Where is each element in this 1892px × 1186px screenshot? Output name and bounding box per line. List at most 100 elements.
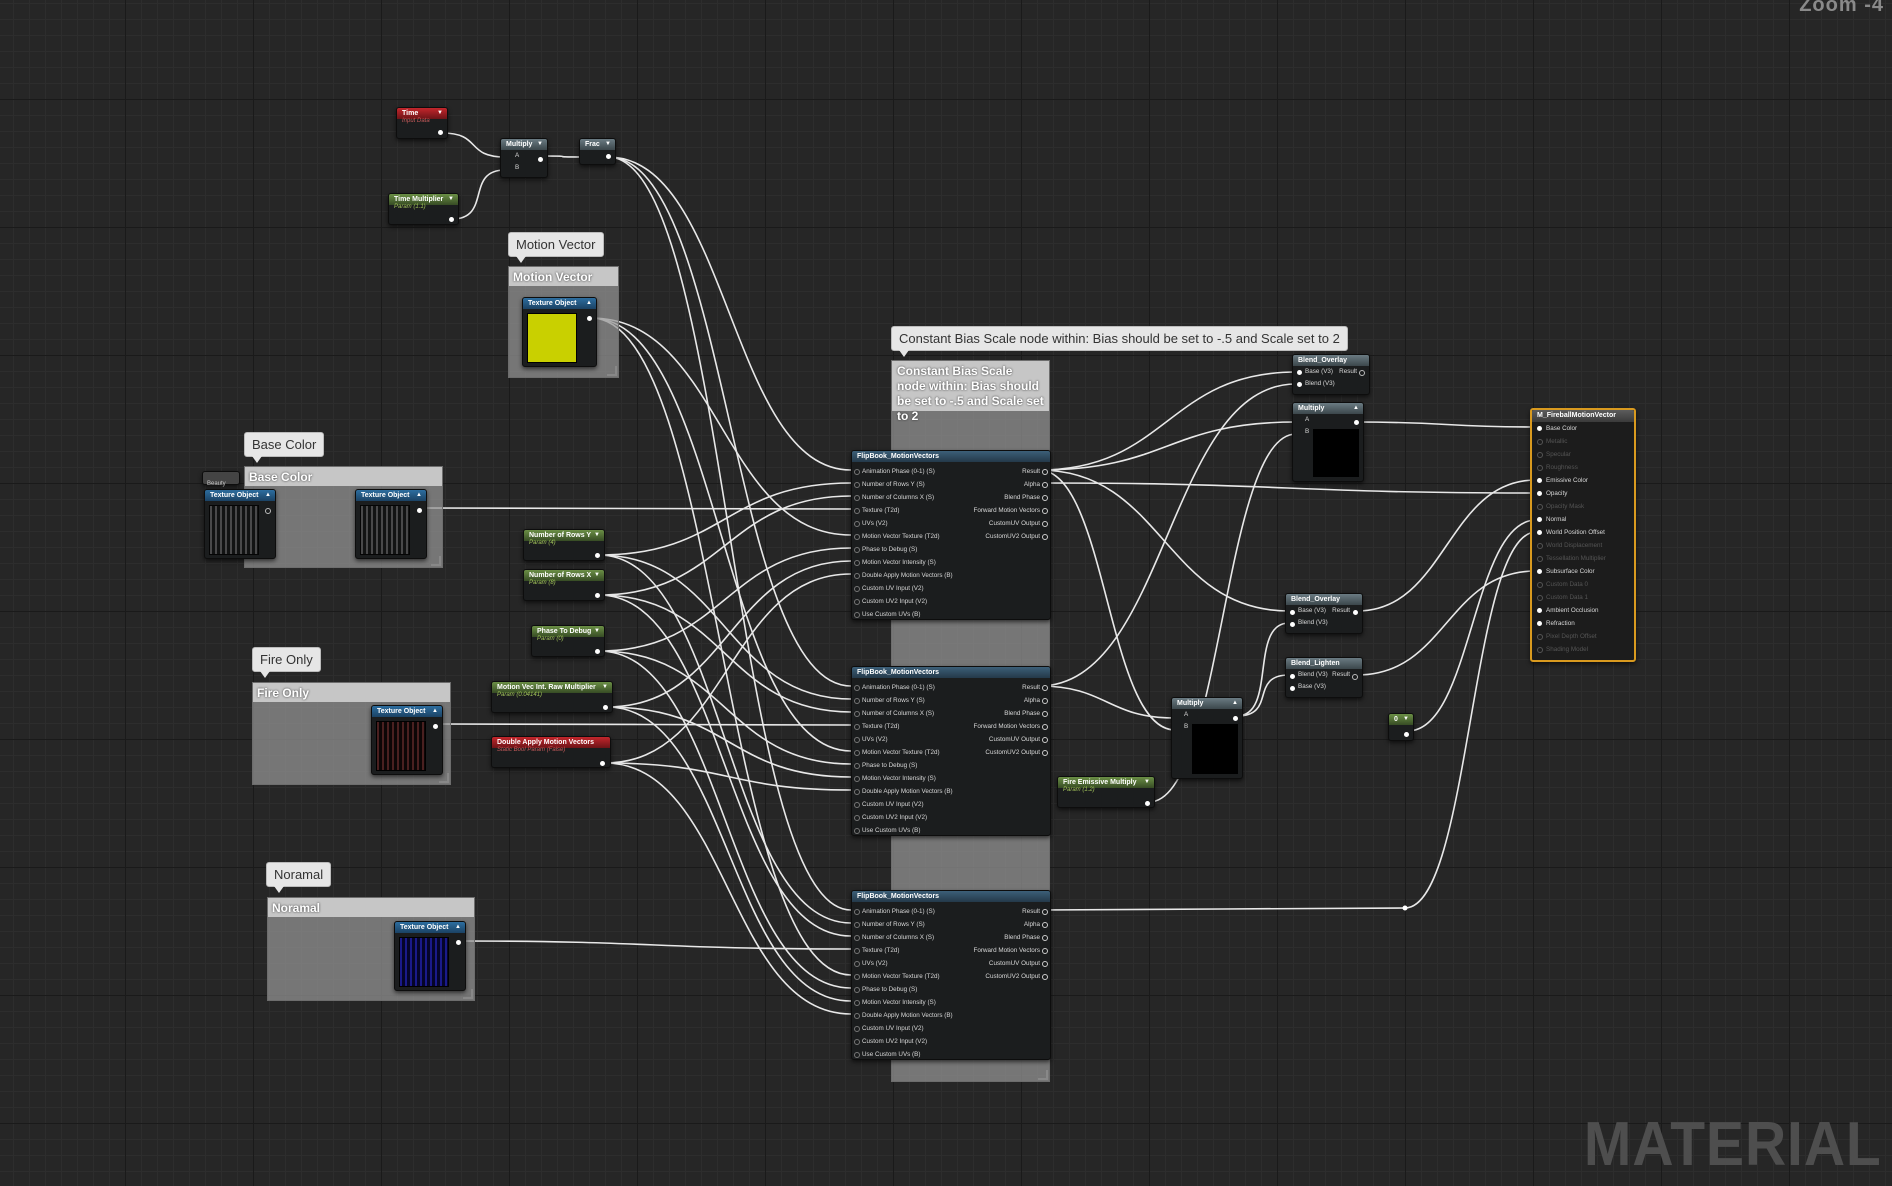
flipbook-output-pin[interactable]: Result [974,905,1048,918]
chevron-up-icon[interactable]: ▲ [455,924,461,930]
flipbook-input-pin[interactable]: Number of Rows Y (S) [854,478,953,491]
multiply-right-node[interactable]: Multiply ▲ A B [1292,402,1364,482]
output-pin[interactable] [438,130,443,135]
double-apply-param-node[interactable]: Double Apply Motion Vectors Static Bool … [491,736,611,768]
input-pin[interactable] [1290,622,1295,627]
flipbook-input-pin[interactable]: Number of Columns X (S) [854,707,953,720]
flipbook-input-pin[interactable]: Number of Rows Y (S) [854,694,953,707]
flipbook-input-pin[interactable]: Custom UV Input (V2) [854,798,953,811]
rows-x-param-node[interactable]: Number of Rows X Param (8) ▼ [523,569,605,601]
chevron-down-icon[interactable]: ▼ [1144,779,1150,785]
chevron-down-icon[interactable]: ▼ [602,684,608,690]
flipbook-input-pin[interactable]: Phase to Debug (S) [854,983,953,996]
flipbook-input-pin[interactable]: Custom UV2 Input (V2) [854,595,953,608]
output-pin[interactable] [456,940,461,945]
flipbook-input-pin[interactable]: Texture (T2d) [854,720,953,733]
time-multiplier-node[interactable]: Time Multiplier Param (1.1) ▼ [388,193,459,225]
flipbook-input-pin[interactable]: UVs (V2) [854,957,953,970]
output-pin[interactable] [595,649,600,654]
output-pin[interactable] [1354,420,1359,425]
flipbook-input-pin[interactable]: Motion Vector Intensity (S) [854,996,953,1009]
flipbook-input-pin[interactable]: Texture (T2d) [854,944,953,957]
flipbook-input-pin[interactable]: Animation Phase (0-1) (S) [854,905,953,918]
material-input-pin[interactable]: Emissive Color [1532,474,1634,487]
rows-y-param-node[interactable]: Number of Rows Y Param (4) ▼ [523,529,605,561]
chevron-down-icon[interactable]: ▼ [594,572,600,578]
flipbook-output-pin[interactable]: Alpha [974,478,1048,491]
phase-debug-param-node[interactable]: Phase To Debug Param (0) ▼ [531,625,605,657]
output-pin[interactable] [600,761,605,766]
flipbook-input-pin[interactable]: Motion Vector Intensity (S) [854,556,953,569]
flipbook-input-pin[interactable]: Custom UV2 Input (V2) [854,1035,953,1048]
flipbook-output-pin[interactable]: Blend Phase [974,707,1048,720]
chevron-down-icon[interactable]: ▼ [1403,716,1409,722]
flipbook-input-pin[interactable]: Use Custom UVs (B) [854,608,953,621]
flipbook-output-pin[interactable]: CustomUV2 Output [974,746,1048,759]
material-input-pin[interactable]: Pixel Depth Offset [1532,630,1634,643]
motion-vec-multiplier-node[interactable]: Motion Vec Int. Raw Multiplier Param (0.… [491,681,613,713]
blend-overlay-node-1[interactable]: Blend_Overlay Base (V3) Blend (V3) Resul… [1292,354,1370,395]
flipbook-output-pin[interactable]: Forward Motion Vectors [974,504,1048,517]
material-input-pin[interactable]: Base Color [1532,422,1634,435]
output-pin[interactable] [417,508,422,513]
output-pin[interactable] [587,316,592,321]
flipbook-output-pin[interactable]: Result [974,465,1048,478]
output-pin[interactable] [606,154,611,159]
comment-resize-handle[interactable] [431,556,441,566]
material-input-pin[interactable]: Shading Model [1532,643,1634,656]
material-input-pin[interactable]: Tessellation Multiplier [1532,552,1634,565]
material-input-pin[interactable]: Roughness [1532,461,1634,474]
flipbook-input-pin[interactable]: Motion Vector Intensity (S) [854,772,953,785]
multiply-mid-node[interactable]: Multiply ▲ A B [1171,697,1243,779]
flipbook-input-pin[interactable]: Double Apply Motion Vectors (B) [854,1009,953,1022]
chevron-down-icon[interactable]: ▼ [537,141,543,147]
chevron-down-icon[interactable]: ▼ [605,141,611,147]
material-input-pin[interactable]: Normal [1532,513,1634,526]
chevron-up-icon[interactable]: ▲ [586,300,592,306]
chevron-down-icon[interactable]: ▼ [594,532,600,538]
output-pin[interactable] [449,217,454,222]
flipbook-input-pin[interactable]: Number of Rows Y (S) [854,918,953,931]
flipbook-input-pin[interactable]: Number of Columns X (S) [854,931,953,944]
material-input-pin[interactable]: Metallic [1532,435,1634,448]
fire-only-texture-node[interactable]: Texture Object ▲ [371,705,443,775]
flipbook-input-pin[interactable]: Double Apply Motion Vectors (B) [854,785,953,798]
base-color-texture-node-2[interactable]: Texture Object ▲ [355,489,427,559]
material-input-pin[interactable]: Ambient Occlusion [1532,604,1634,617]
flipbook-input-pin[interactable]: UVs (V2) [854,517,953,530]
flipbook-input-pin[interactable]: Phase to Debug (S) [854,759,953,772]
flipbook-input-pin[interactable]: Custom UV Input (V2) [854,1022,953,1035]
time-node[interactable]: Time Input Data ▼ [396,107,448,139]
flipbook-input-pin[interactable]: Custom UV Input (V2) [854,582,953,595]
flipbook-output-pin[interactable]: Blend Phase [974,491,1048,504]
chevron-up-icon[interactable]: ▲ [265,492,271,498]
normal-texture-node[interactable]: Texture Object ▲ [394,921,466,991]
flipbook-input-pin[interactable]: Custom UV2 Input (V2) [854,811,953,824]
flipbook-input-pin[interactable]: Animation Phase (0-1) (S) [854,465,953,478]
flipbook-input-pin[interactable]: Phase to Debug (S) [854,543,953,556]
material-input-pin[interactable]: Custom Data 0 [1532,578,1634,591]
flipbook-output-pin[interactable]: Forward Motion Vectors [974,720,1048,733]
output-pin[interactable] [1145,801,1150,806]
input-pin[interactable] [1290,686,1295,691]
flipbook-input-pin[interactable]: Animation Phase (0-1) (S) [854,681,953,694]
multiply-top-node[interactable]: Multiply ▼ A B [500,138,548,178]
chevron-up-icon[interactable]: ▲ [432,708,438,714]
flipbook-output-pin[interactable]: CustomUV Output [974,517,1048,530]
blend-overlay-node-2[interactable]: Blend_Overlay Base (V3) Blend (V3) Resul… [1285,593,1363,634]
flipbook-output-pin[interactable]: Alpha [974,918,1048,931]
blend-lighten-node[interactable]: Blend_Lighten Blend (V3) Base (V3) Resul… [1285,657,1363,698]
frac-node[interactable]: Frac ▼ [579,138,616,165]
output-pin[interactable] [1353,610,1358,615]
beauty-tag[interactable]: Beauty [202,471,240,487]
output-pin[interactable] [1352,674,1358,680]
output-pin[interactable] [595,553,600,558]
chevron-up-icon[interactable]: ▲ [1232,700,1238,706]
chevron-down-icon[interactable]: ▼ [594,628,600,634]
material-input-pin[interactable]: Refraction [1532,617,1634,630]
input-pin[interactable] [1290,610,1295,615]
